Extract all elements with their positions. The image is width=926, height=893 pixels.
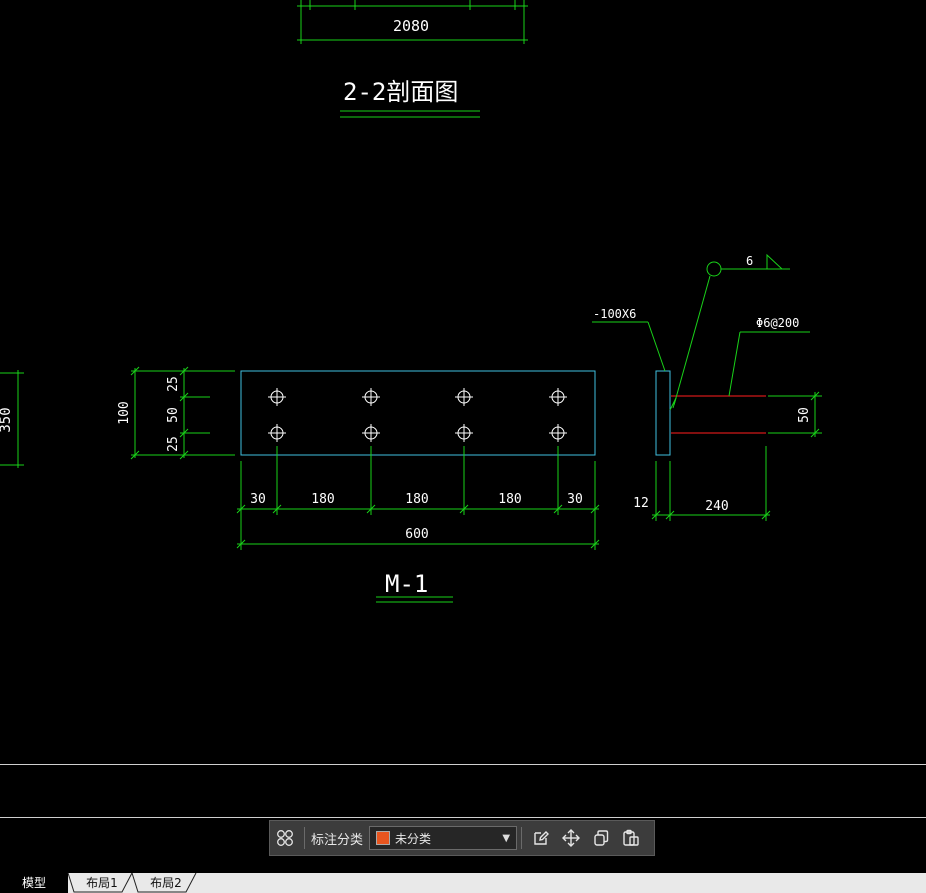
chevron-down-icon: ▼ [502, 832, 511, 844]
plate-title: M-1 [385, 570, 428, 598]
bottom-dim-1: 30 [250, 492, 266, 507]
thickness-dim-text: 12 [633, 496, 649, 511]
paste-icon[interactable] [616, 823, 646, 853]
grid-icon[interactable] [270, 823, 300, 853]
bolt-holes [268, 388, 567, 442]
rebar-spec-text: Φ6@200 [756, 316, 799, 330]
toolbar-divider [521, 827, 523, 849]
left-dimension-text: 350 [0, 407, 14, 432]
tab-layout1[interactable]: 布局1 [86, 876, 118, 890]
plate-spec-text: -100X6 [593, 307, 636, 321]
embedded-plate [240, 370, 596, 456]
anchor-spacing-text: 50 [797, 407, 812, 423]
bottom-dim-4: 180 [498, 492, 521, 507]
section-title-underline [340, 110, 480, 118]
bottom-dim-5: 30 [567, 492, 583, 507]
annotation-category-select[interactable]: 未分类 ▼ [369, 826, 518, 850]
top-dimension-text: 2080 [393, 17, 429, 35]
toolbar-divider [304, 827, 305, 849]
category-select-value: 未分类 [395, 831, 432, 846]
vertical-dim-1: 25 [166, 376, 181, 392]
tab-outlines [67, 873, 197, 893]
section-title: 2-2剖面图 [343, 78, 458, 106]
weld-size-text: 6 [746, 254, 753, 268]
plate-horizontal-dimensions [236, 446, 600, 550]
plate-section [655, 370, 671, 456]
vertical-dim-2: 50 [166, 407, 181, 423]
top-dimension [297, 0, 528, 44]
total-dim-text: 600 [405, 527, 428, 542]
tab-layout2[interactable]: 布局2 [150, 876, 182, 890]
plate-title-underline [376, 596, 453, 603]
command-line-area[interactable] [0, 764, 926, 818]
plate-height-text: 100 [117, 401, 132, 424]
vertical-dim-3: 25 [166, 436, 181, 452]
layout-tabs-bar: 模型 布局1 布局2 [0, 873, 926, 893]
side-leaders [592, 253, 822, 521]
annotation-toolbar: 标注分类 未分类 ▼ [269, 820, 655, 856]
bottom-dim-3: 180 [405, 492, 428, 507]
anchor-bars [671, 395, 766, 434]
copy-icon[interactable] [586, 823, 616, 853]
move-icon[interactable] [556, 823, 586, 853]
plate-vertical-dimensions [130, 366, 235, 460]
bottom-dim-2: 180 [311, 492, 334, 507]
tab-model[interactable]: 模型 [0, 873, 68, 893]
cad-drawing-canvas[interactable]: 2080 2-2剖面图 350 100 [0, 0, 926, 760]
left-dimension [0, 370, 24, 468]
anchor-length-text: 240 [705, 499, 728, 514]
category-color-swatch [376, 831, 391, 845]
annotation-category-label: 标注分类 [311, 832, 364, 848]
edit-icon[interactable] [526, 823, 556, 853]
